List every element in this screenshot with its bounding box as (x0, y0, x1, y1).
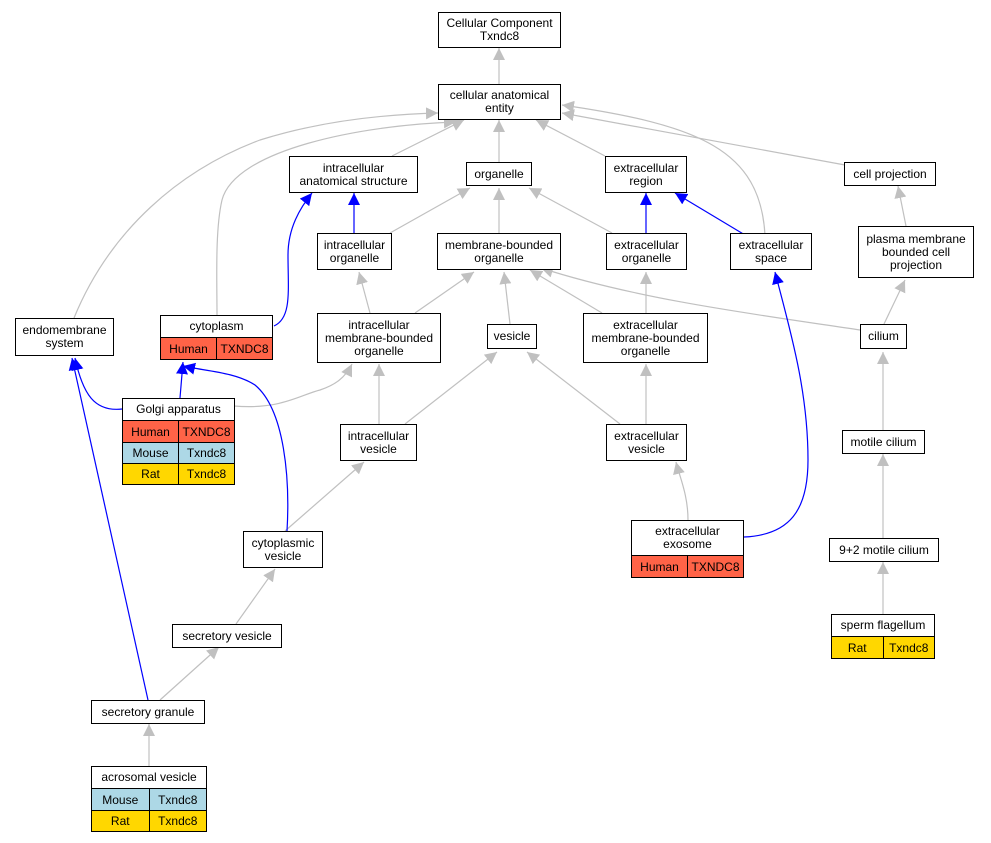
edge-secgran-secves (159, 646, 220, 701)
node-intracellular-anatomical-structure[interactable]: intracellular anatomical structure (289, 156, 418, 193)
node-9-2-motile-cilium[interactable]: 9+2 motile cilium (829, 538, 939, 562)
node-extracellular-space[interactable]: extracellular space (730, 233, 812, 270)
edge-exosome-extspace (743, 271, 809, 538)
edge-extorg-organelle (528, 187, 613, 234)
edge-imbo-mbo (414, 271, 475, 314)
node-title: Golgi apparatus (123, 399, 234, 421)
edge-secgran-endomembrane (68, 357, 149, 701)
edge-exosome-extves (673, 461, 689, 521)
edge-golgi-cytoplasm (176, 361, 188, 399)
species-cell: Human (123, 421, 178, 442)
edge-cilium-pmbcp (883, 279, 906, 325)
node-extracellular-membrane-bounded-organelle[interactable]: extracellular membrane-bounded organelle (583, 313, 708, 363)
node-extracellular-region[interactable]: extracellular region (605, 156, 687, 193)
species-cell: Mouse (123, 443, 178, 463)
gene-row: Rat Txndc8 (123, 463, 234, 484)
gene-row: Human TXNDC8 (161, 338, 272, 359)
edge-vesicle-mbo (499, 271, 512, 325)
species-cell: Human (161, 338, 216, 359)
edge-cytoves-intves (284, 461, 365, 532)
node-title: sperm flagellum (832, 615, 934, 637)
species-cell: Rat (832, 637, 883, 658)
gene-cell: TXNDC8 (216, 338, 272, 359)
edge-cytoplasm-ias (273, 192, 313, 327)
node-endomembrane-system[interactable]: endomembrane system (15, 318, 114, 356)
node-extracellular-exosome[interactable]: extracellular exosome Human TXNDC8 (631, 520, 744, 578)
node-membrane-bounded-organelle[interactable]: membrane-bounded organelle (437, 233, 561, 270)
gene-cell: Txndc8 (148, 811, 206, 831)
node-intracellular-membrane-bounded-organelle[interactable]: intracellular membrane-bounded organelle (317, 313, 441, 363)
edge-introrg-organelle (389, 187, 471, 234)
gene-row: Mouse Txndc8 (92, 789, 206, 810)
node-organelle[interactable]: organelle (466, 162, 532, 186)
edge-pmbcp-cellproj (894, 185, 907, 227)
edge-extves-vesicle (526, 351, 621, 425)
node-title: cytoplasm (161, 316, 272, 338)
edge-imbo-introrg (356, 271, 371, 314)
gene-cell: Txndc8 (178, 464, 234, 484)
species-cell: Mouse (92, 789, 149, 810)
gene-cell: TXNDC8 (687, 556, 743, 577)
edge-extraregion-cae (535, 119, 606, 157)
edge-extspace-extregion (674, 192, 746, 236)
edge-extraspace-cae (561, 100, 766, 236)
node-vesicle[interactable]: vesicle (487, 324, 537, 349)
node-cytoplasmic-vesicle[interactable]: cytoplasmic vesicle (243, 531, 323, 568)
edge-cellproj-cae (561, 109, 846, 166)
node-cilium[interactable]: cilium (860, 324, 907, 349)
edge-intves-vesicle (404, 351, 498, 425)
node-motile-cilium[interactable]: motile cilium (842, 430, 925, 454)
node-intracellular-vesicle[interactable]: intracellular vesicle (340, 424, 417, 461)
node-cytoplasm[interactable]: cytoplasm Human TXNDC8 (160, 315, 273, 360)
edge-secves-cytoves (235, 568, 276, 625)
edge-endomembrane-cae (73, 107, 439, 319)
edge-embo-mbo (529, 269, 603, 314)
node-cell-projection[interactable]: cell projection (844, 162, 936, 186)
gene-cell: TXNDC8 (178, 421, 234, 442)
node-sperm-flagellum[interactable]: sperm flagellum Rat Txndc8 (831, 614, 935, 659)
edge-golgi-imbo (233, 363, 353, 408)
gene-row: Human TXNDC8 (123, 421, 234, 442)
node-extracellular-organelle[interactable]: extracellular organelle (606, 233, 687, 270)
node-cellular-anatomical-entity[interactable]: cellular anatomical entity (438, 84, 561, 120)
gene-row: Human TXNDC8 (632, 556, 743, 577)
node-cellular-component[interactable]: Cellular Component Txndc8 (438, 12, 561, 48)
node-plasma-membrane-bounded-cell-projection[interactable]: plasma membrane bounded cell projection (858, 226, 974, 278)
edge-cytoplasm-cae (216, 116, 457, 316)
node-secretory-granule[interactable]: secretory granule (91, 700, 205, 724)
node-intracellular-organelle[interactable]: intracellular organelle (317, 233, 392, 270)
node-acrosomal-vesicle[interactable]: acrosomal vesicle Mouse Txndc8 Rat Txndc… (91, 766, 207, 832)
node-golgi-apparatus[interactable]: Golgi apparatus Human TXNDC8 Mouse Txndc… (122, 398, 235, 485)
gene-row: Rat Txndc8 (92, 810, 206, 831)
gene-cell: Txndc8 (882, 637, 934, 658)
node-title: acrosomal vesicle (92, 767, 206, 789)
gene-row: Mouse Txndc8 (123, 442, 234, 463)
species-cell: Rat (123, 464, 178, 484)
edge-cytoves-cytoplasm (182, 362, 289, 532)
gene-row: Rat Txndc8 (832, 637, 934, 658)
gene-cell: Txndc8 (148, 789, 206, 810)
node-extracellular-vesicle[interactable]: extracellular vesicle (606, 424, 687, 461)
gene-cell: Txndc8 (178, 443, 234, 463)
species-cell: Rat (92, 811, 149, 831)
species-cell: Human (632, 556, 687, 577)
edge-cilium-mbo (540, 265, 861, 331)
node-secretory-vesicle[interactable]: secretory vesicle (172, 624, 282, 648)
node-title: extracellular exosome (632, 521, 743, 556)
